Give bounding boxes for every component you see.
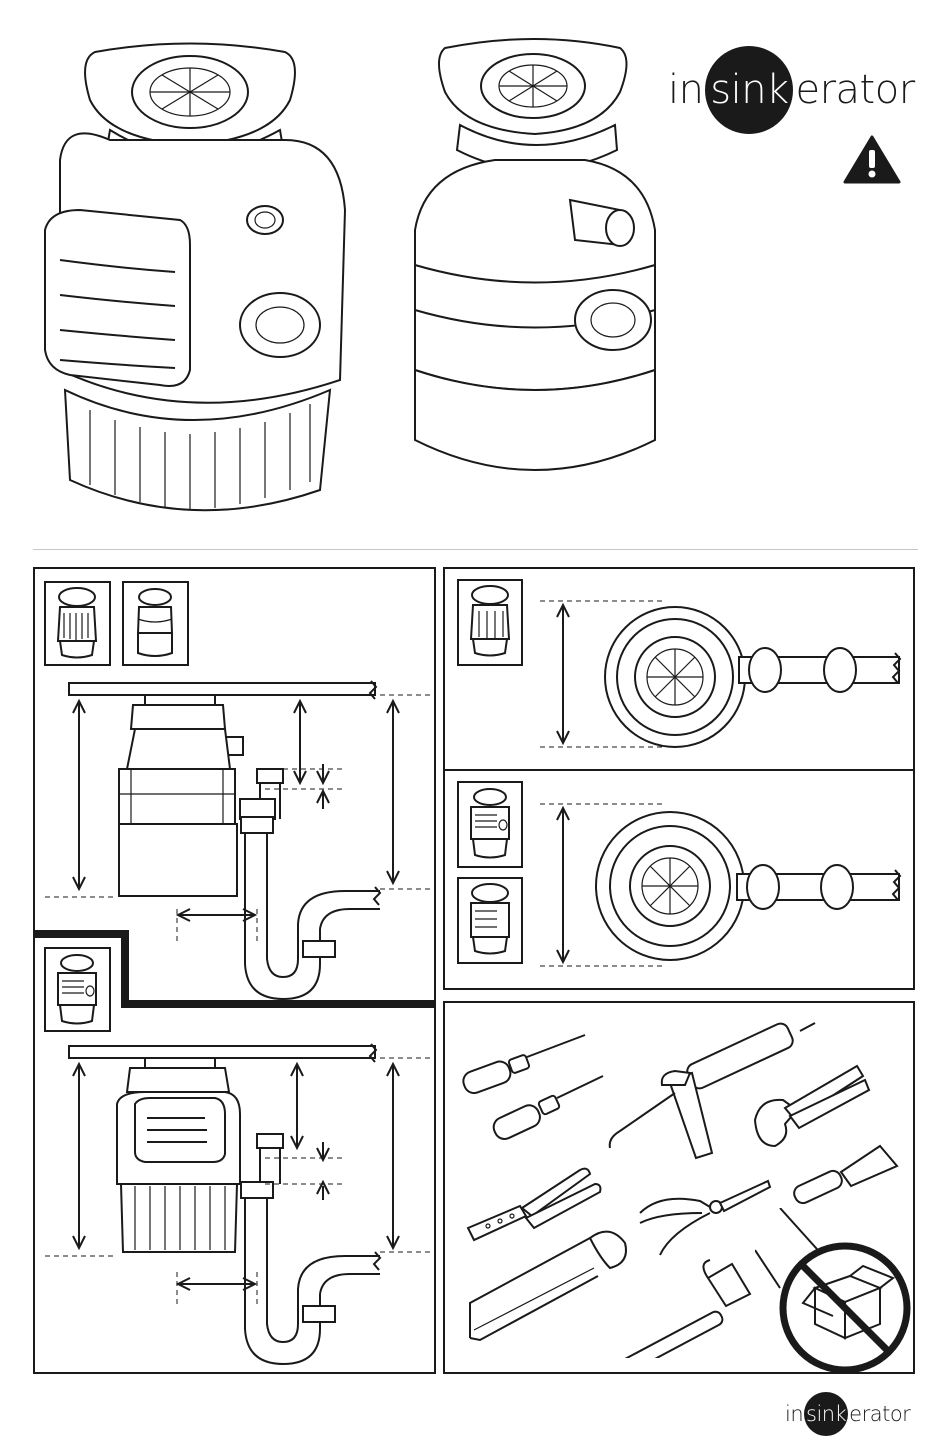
disposer-illustration-large — [40, 30, 370, 530]
no-box-prohibited-icon — [755, 1208, 920, 1378]
under-sink-diagram-standard — [35, 1034, 435, 1374]
required-tools-panel — [443, 1001, 915, 1374]
model-thumbnail-5 — [457, 781, 523, 868]
brand-highlight-footer: sink — [804, 1392, 848, 1436]
top-view-diagram-2 — [525, 794, 915, 979]
model-thumbnail-2 — [122, 581, 189, 666]
top-view-diagram-1 — [525, 589, 915, 774]
installation-dimensions-panel — [33, 567, 436, 1374]
model-thumbnail-4 — [457, 579, 523, 666]
model-thumbnail-6 — [457, 877, 523, 964]
brand-prefix-footer: in — [785, 1402, 803, 1426]
model-thumbnail-1 — [44, 581, 111, 666]
brand-highlight: sink — [705, 46, 793, 134]
brand-logo-header: in sink erator — [668, 50, 915, 130]
disposer-illustration-compact — [405, 30, 665, 500]
model-thumbnail-3 — [44, 947, 111, 1032]
hammer-icon — [610, 1258, 755, 1358]
pliers-icon — [630, 1173, 775, 1263]
brand-prefix: in — [668, 67, 703, 113]
brand-suffix: erator — [795, 67, 914, 113]
screwdriver-flat-icon — [485, 1068, 615, 1148]
panel-inner-divider — [445, 769, 913, 771]
section-divider — [33, 549, 918, 550]
brand-suffix-footer: erator — [849, 1402, 910, 1426]
hacksaw-icon — [460, 1218, 635, 1348]
putty-knife-icon — [785, 1138, 905, 1208]
top-view-dimensions-panel — [443, 567, 915, 990]
warning-triangle-icon — [843, 135, 901, 185]
brand-logo-footer: in sink erator — [785, 1394, 910, 1434]
